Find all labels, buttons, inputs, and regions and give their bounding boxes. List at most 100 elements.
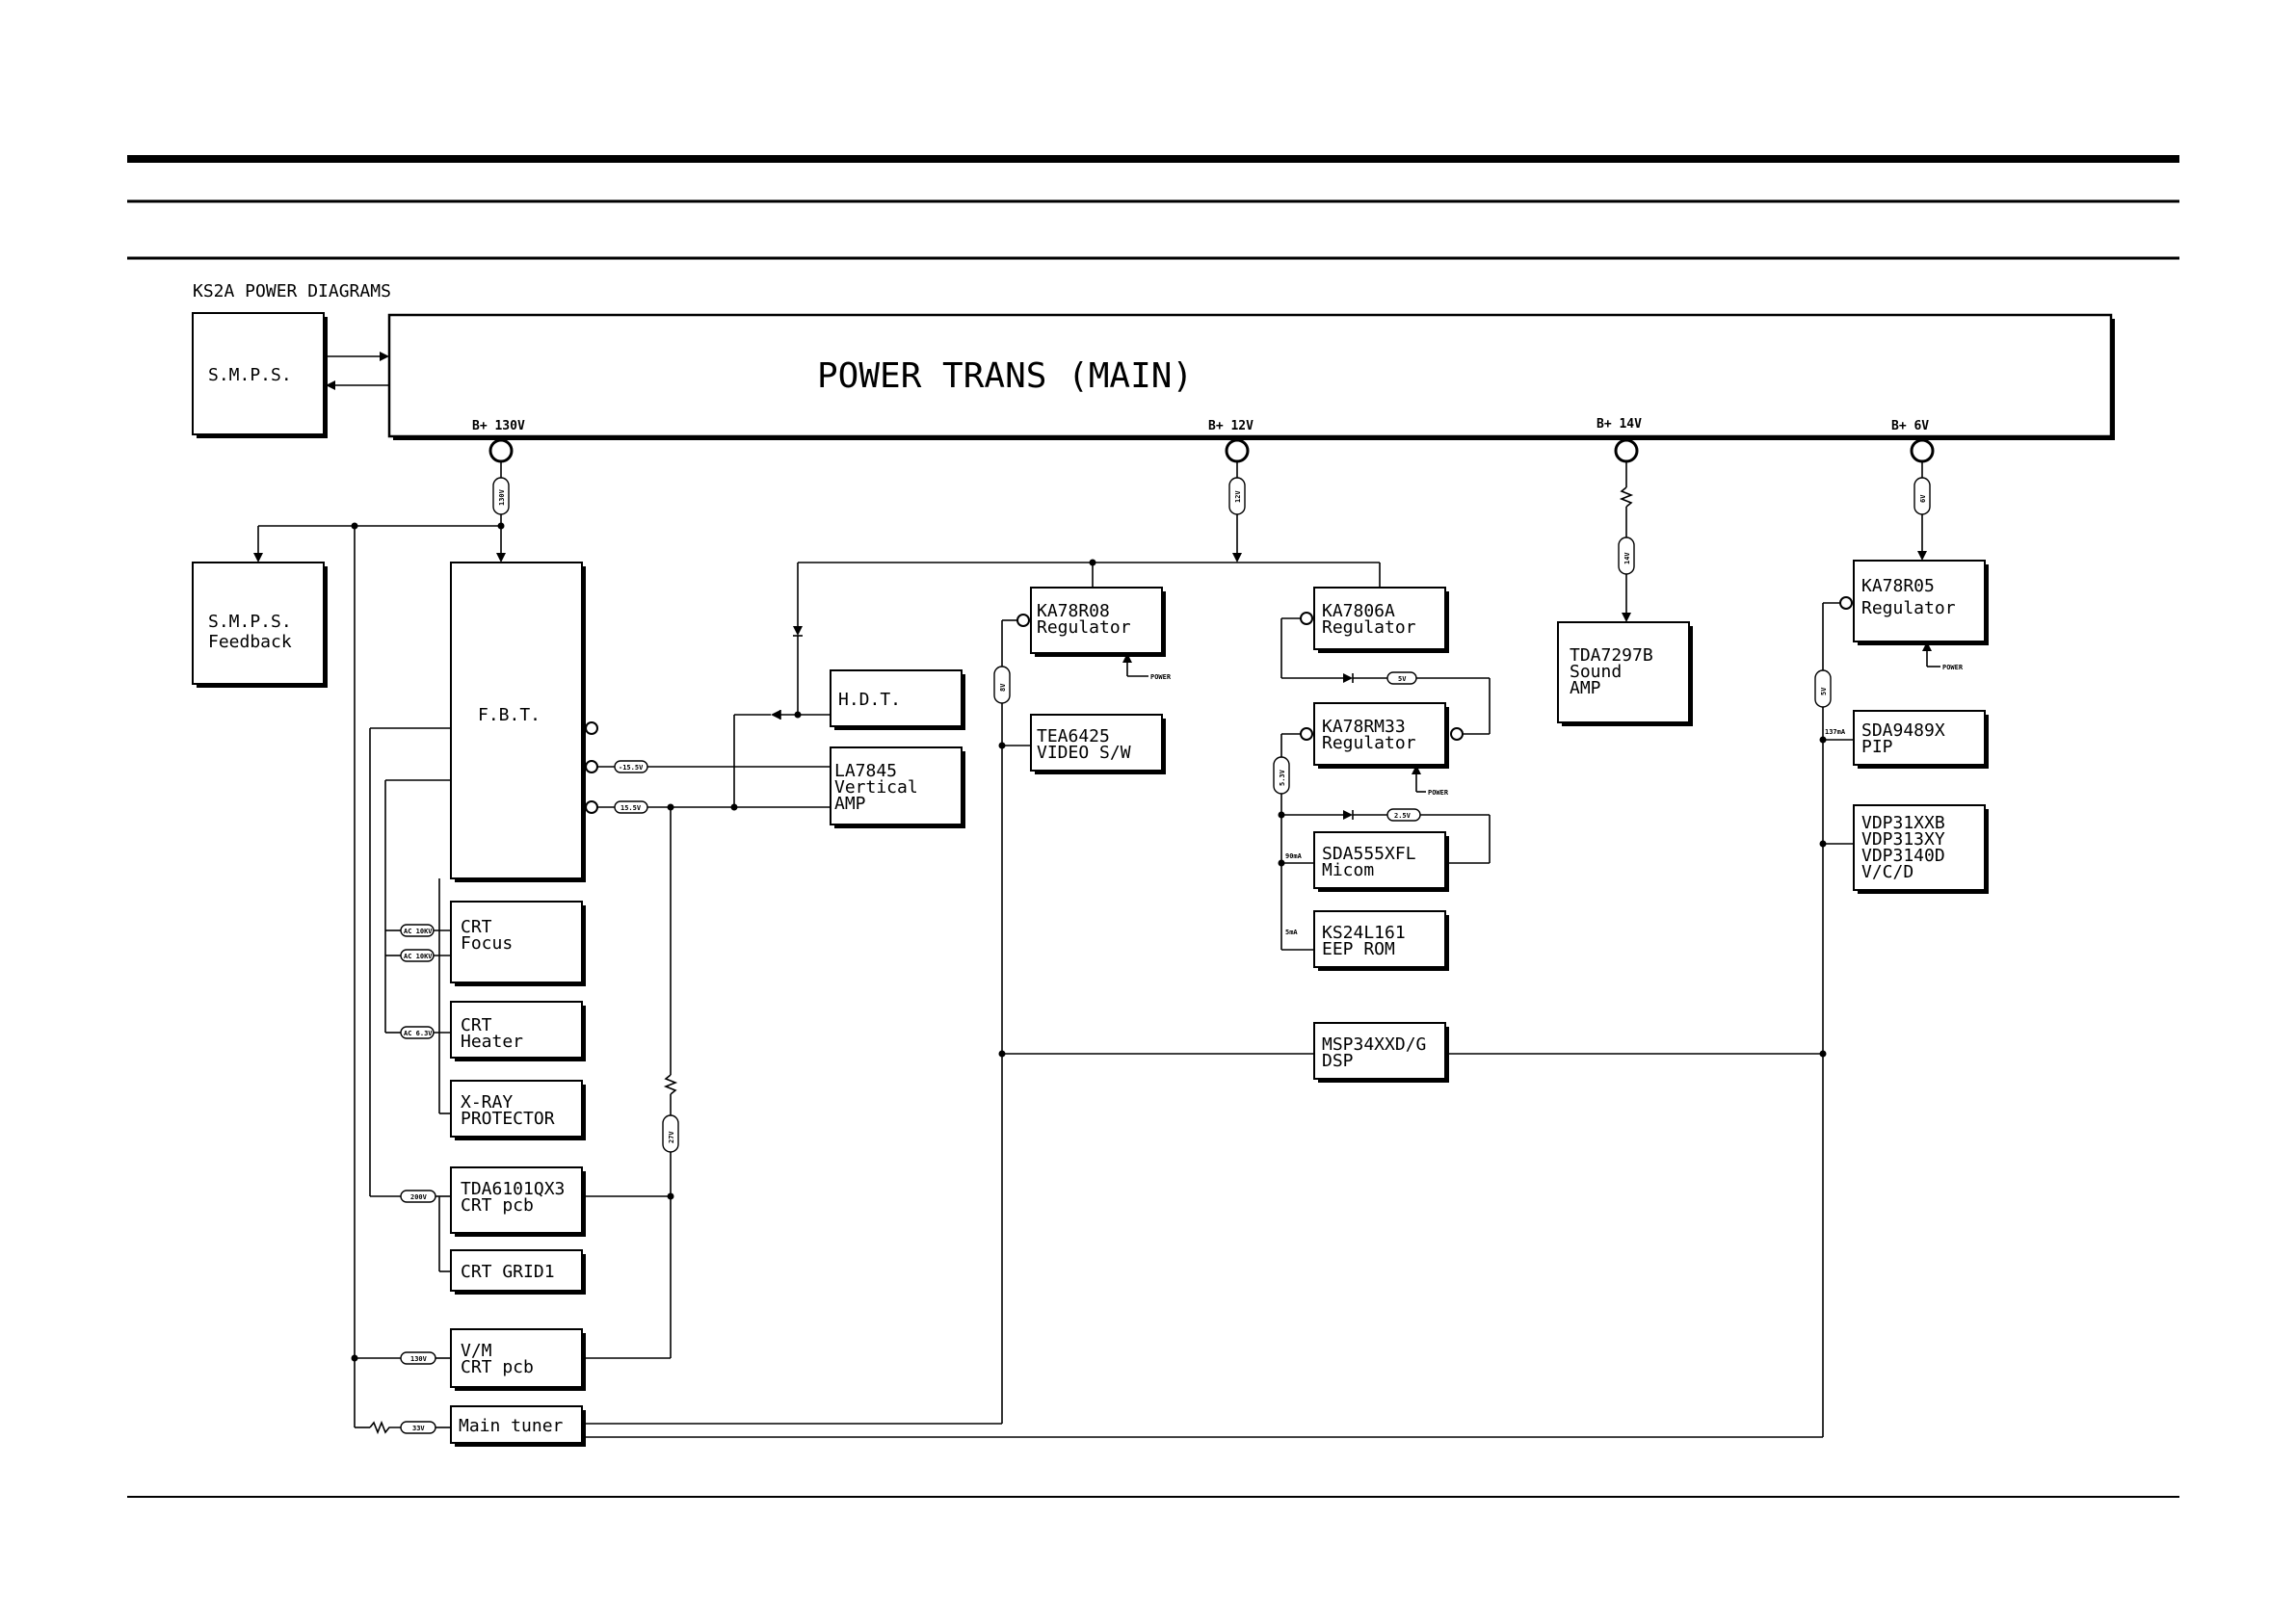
terminal-6v	[1910, 438, 1935, 463]
terminal-12v	[1225, 438, 1250, 463]
svg-text:VDP3140D: VDP3140D	[1861, 846, 1945, 866]
ka78r05-block: KA78R05 Regulator	[1853, 560, 1989, 645]
wires-6v	[1913, 461, 1931, 561]
smps-arrows	[326, 352, 389, 390]
power-trans-title: POWER TRANS (MAIN)	[817, 356, 1193, 396]
main-tuner-block: Main tuner	[450, 1405, 586, 1447]
svg-text:Feedback: Feedback	[208, 632, 292, 652]
svg-text:12V: 12V	[1234, 490, 1242, 503]
svg-text:POWER: POWER	[1942, 664, 1964, 671]
svg-text:SDA555XFL: SDA555XFL	[1322, 844, 1416, 864]
svg-text:KA78RM33: KA78RM33	[1322, 717, 1406, 737]
ka78r08-block: KA78R08 Regulator	[1030, 587, 1166, 657]
crt-pills	[400, 924, 436, 1434]
svg-text:200V: 200V	[410, 1193, 428, 1201]
sda555xfl-block: SDA555XFL Micom	[1313, 831, 1449, 892]
svg-text:KS24L161: KS24L161	[1322, 923, 1406, 943]
ks24l161-block: KS24L161 EEP ROM	[1313, 910, 1449, 971]
svg-text:130V: 130V	[410, 1355, 428, 1363]
svg-text:33V: 33V	[412, 1425, 425, 1432]
rail-130v-label: B+ 130V	[472, 419, 525, 433]
la7845-block: LA7845 Vertical AMP	[830, 746, 965, 828]
crt-focus-block: CRT Focus	[450, 901, 586, 986]
wires-130v	[253, 461, 506, 1435]
svg-text:5mA: 5mA	[1285, 929, 1298, 936]
svg-text:KA7806A: KA7806A	[1322, 601, 1395, 621]
fuse-130v: 130V	[492, 477, 510, 515]
diagram-title: KS2A POWER DIAGRAMS	[193, 281, 391, 301]
svg-text:V/C/D: V/C/D	[1861, 862, 1913, 882]
smps-label: S.M.P.S.	[208, 365, 292, 385]
svg-text:137mA: 137mA	[1825, 728, 1846, 736]
svg-text:VIDEO S/W: VIDEO S/W	[1037, 743, 1131, 763]
svg-text:Regulator: Regulator	[1322, 733, 1416, 753]
smps-feedback-block: S.M.P.S. Feedback	[192, 562, 328, 688]
fbt-left-bus	[369, 727, 451, 1428]
svg-text:PROTECTOR: PROTECTOR	[461, 1109, 555, 1129]
ka7806a-wires	[1280, 617, 1491, 735]
svg-text:Vertical: Vertical	[834, 777, 918, 798]
vdp31xx-block: VDP31XXB VDP313XY VDP3140D V/C/D	[1853, 804, 1989, 894]
svg-text:TEA6425: TEA6425	[1037, 726, 1110, 746]
svg-text:POWER: POWER	[1150, 673, 1172, 681]
svg-text:V/M: V/M	[461, 1341, 492, 1361]
crt-heater-block: CRT Heater	[450, 1001, 586, 1061]
svg-text:F.B.T.: F.B.T.	[478, 705, 541, 725]
ka78r08-wires	[584, 619, 1314, 1425]
svg-text:Main tuner: Main tuner	[459, 1416, 564, 1436]
svg-text:90mA: 90mA	[1285, 852, 1303, 860]
svg-text:27V: 27V	[668, 1131, 675, 1143]
svg-text:15.5V: 15.5V	[620, 804, 642, 812]
svg-text:X-RAY: X-RAY	[461, 1092, 513, 1113]
xray-protector-block: X-RAY PROTECTOR	[450, 1080, 586, 1140]
smps-block: S.M.P.S.	[192, 312, 328, 438]
svg-text:PIP: PIP	[1861, 737, 1893, 757]
svg-text:-15.5V: -15.5V	[619, 764, 644, 772]
crt-grid-block: CRT GRID1	[450, 1249, 586, 1295]
svg-text:TDA6101QX3: TDA6101QX3	[461, 1179, 565, 1199]
svg-text:KA78R05: KA78R05	[1861, 576, 1935, 596]
svg-text:Regulator: Regulator	[1037, 617, 1131, 638]
svg-text:S.M.P.S.: S.M.P.S.	[208, 612, 292, 632]
svg-text:EEP ROM: EEP ROM	[1322, 939, 1395, 959]
svg-text:CRT GRID1: CRT GRID1	[461, 1262, 555, 1282]
rail-6v-label: B+ 6V	[1891, 419, 1929, 433]
vm-block: V/M CRT pcb	[450, 1328, 586, 1391]
ka78r05-wires	[584, 602, 1940, 1438]
power-trans-block: POWER TRANS (MAIN)	[387, 313, 2115, 440]
svg-text:130V: 130V	[498, 488, 506, 506]
tda6101-block: TDA6101QX3 CRT pcb	[450, 1166, 586, 1237]
svg-text:6V: 6V	[1919, 494, 1927, 503]
ka78rm33-block: KA78RM33 Regulator	[1313, 702, 1449, 769]
svg-text:VDP31XXB: VDP31XXB	[1861, 813, 1945, 833]
tea6425-block: TEA6425 VIDEO S/W	[1030, 714, 1166, 774]
svg-text:Micom: Micom	[1322, 860, 1374, 880]
fbt-out-1	[585, 721, 598, 735]
fuse-12v: 12V	[1228, 477, 1246, 515]
svg-text:AMP: AMP	[834, 794, 866, 814]
terminal-14v	[1614, 438, 1639, 463]
svg-text:Regulator: Regulator	[1322, 617, 1416, 638]
svg-text:SDA9489X: SDA9489X	[1861, 720, 1945, 741]
sda9489x-block: SDA9489X PIP	[1853, 710, 1989, 769]
hdt-block: H.D.T.	[830, 669, 965, 730]
svg-text:Focus: Focus	[461, 933, 513, 954]
rail-14v-label: B+ 14V	[1597, 417, 1642, 432]
msp34xx-block: MSP34XXD/G DSP	[1313, 1022, 1449, 1083]
svg-text:CRT pcb: CRT pcb	[461, 1357, 534, 1377]
svg-text:CRT: CRT	[461, 917, 492, 937]
svg-text:CRT: CRT	[461, 1015, 492, 1035]
svg-text:KA78R08: KA78R08	[1037, 601, 1110, 621]
svg-text:POWER: POWER	[1428, 789, 1449, 797]
rail-12v-label: B+ 12V	[1208, 419, 1254, 433]
svg-text:Heater: Heater	[461, 1032, 523, 1052]
svg-text:AC 10KV: AC 10KV	[404, 953, 433, 960]
svg-text:8V: 8V	[999, 683, 1007, 692]
svg-text:LA7845: LA7845	[834, 761, 897, 781]
fbt-out-2	[585, 760, 598, 773]
svg-text:MSP34XXD/G: MSP34XXD/G	[1322, 1034, 1426, 1055]
svg-text:14V: 14V	[1623, 552, 1631, 564]
svg-text:DSP: DSP	[1322, 1051, 1354, 1071]
svg-text:Sound: Sound	[1570, 662, 1622, 682]
